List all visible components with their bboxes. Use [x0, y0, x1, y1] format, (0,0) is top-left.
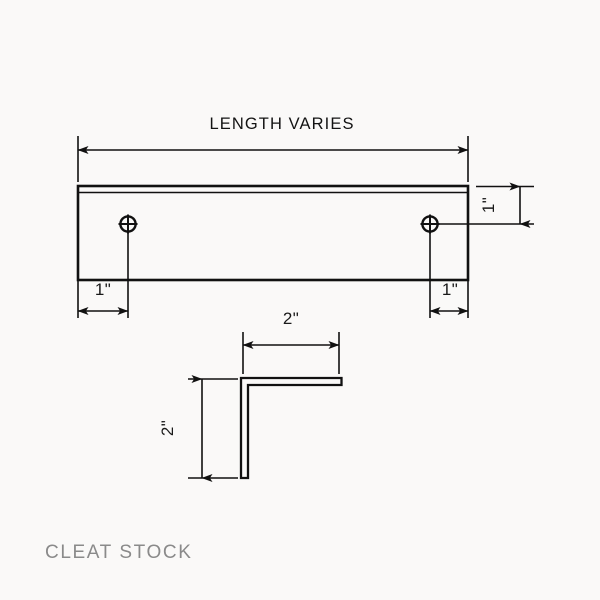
overall-length-label: LENGTH VARIES	[209, 115, 354, 133]
angle-height-label: 2"	[158, 420, 177, 436]
front-elevation-view: LENGTH VARIES 1" 1" 1"	[76, 115, 534, 318]
angle-width-dimension: 2"	[242, 309, 340, 374]
hole-symbol-right	[420, 214, 440, 234]
angle-section-view: 2" 2"	[158, 309, 343, 482]
right-hole-inset-label: 1"	[442, 280, 458, 299]
overall-length-dimension: LENGTH VARIES	[77, 115, 469, 182]
angle-width-label: 2"	[283, 309, 299, 328]
right-hole-inset-dimension: 1"	[429, 233, 469, 318]
hole-symbol-left	[118, 214, 138, 234]
drawing-caption: CLEAT STOCK	[45, 542, 192, 563]
cleat-bar-outline	[76, 184, 470, 282]
angle-profile-outline	[239, 376, 343, 480]
bar-height-dimension: 1"	[476, 182, 534, 228]
left-hole-inset-dimension: 1"	[77, 233, 129, 318]
angle-height-dimension: 2"	[158, 375, 238, 482]
left-hole-inset-label: 1"	[95, 280, 111, 299]
bar-height-label: 1"	[479, 197, 498, 213]
